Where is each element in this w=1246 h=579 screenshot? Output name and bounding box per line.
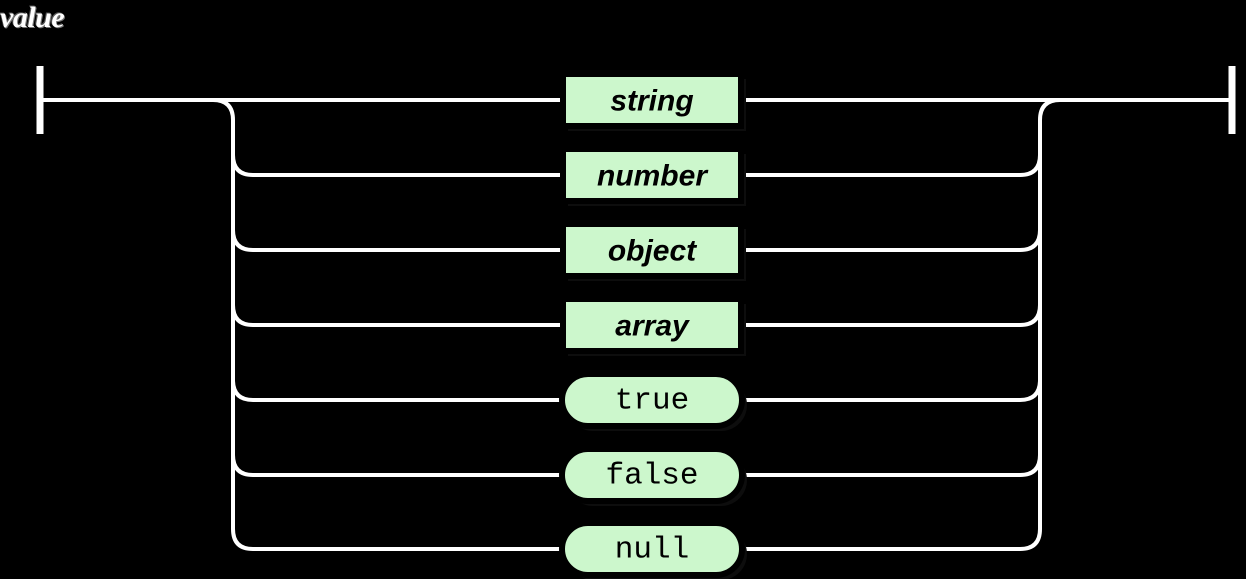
node-null-box [559, 520, 745, 578]
page-title: value [0, 1, 65, 34]
node-true-label: true [615, 384, 689, 419]
node-object[interactable]: object [560, 221, 746, 281]
right-trunk-rail [1019, 98, 1061, 551]
node-false-label: false [605, 459, 698, 494]
branch-rail-out-array [741, 304, 1042, 327]
node-string-box [560, 71, 744, 129]
node-string[interactable]: string [560, 71, 746, 131]
node-number-label: number [597, 160, 709, 193]
branch-rail-out-number [741, 154, 1042, 177]
branch-rail-in-object [231, 229, 563, 252]
branch-rail-in-false [231, 454, 566, 477]
node-number-box [560, 146, 744, 204]
node-number[interactable]: number [560, 146, 746, 206]
branch-rail-out-true [738, 379, 1042, 402]
branch-rail-in-true [231, 379, 566, 402]
node-array[interactable]: array [560, 296, 746, 356]
node-true-box [559, 371, 745, 429]
branch-rail-out-false [738, 454, 1042, 477]
node-string-label: string [610, 85, 693, 118]
left-trunk-rail [212, 98, 254, 551]
node-object-box [560, 221, 744, 279]
node-true[interactable]: true [559, 371, 747, 431]
branch-rail-in-number [231, 154, 563, 177]
node-array-label: array [615, 310, 690, 343]
node-false-box [559, 446, 745, 504]
node-null[interactable]: null [559, 520, 747, 579]
node-object-label: object [608, 235, 698, 268]
node-array-box [560, 296, 744, 354]
branch-rail-in-array [231, 304, 563, 327]
branch-rail-out-object [741, 229, 1042, 252]
node-null-label: null [615, 533, 689, 568]
node-false[interactable]: false [559, 446, 747, 506]
